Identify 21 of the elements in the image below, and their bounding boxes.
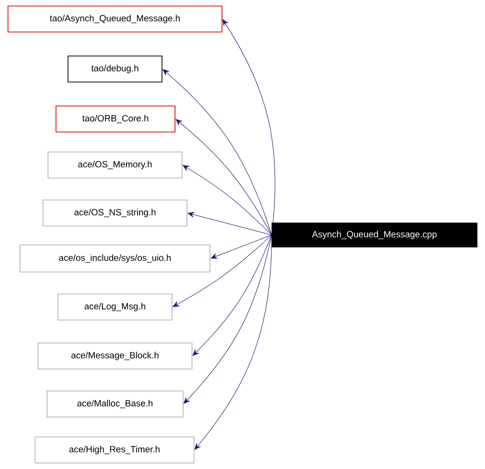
arrow [176,119,272,236]
file-box: tao/Asynch_Queued_Message.h [8,6,222,32]
arrow [188,212,272,236]
file-box: tao/debug.h [68,56,162,82]
arrow [194,234,272,450]
arrow [172,234,272,307]
highlighted-file-box: Asynch_Queued_Message.cpp [272,222,478,248]
file-box: tao/ORB_Core.h [56,106,176,132]
arrow [182,165,272,236]
file-box: ace/OS_Memory.h [48,152,182,178]
arrow [192,234,272,356]
arrow [222,19,276,236]
file-box: ace/Log_Msg.h [58,294,172,320]
file-box: ace/Malloc_Base.h [46,390,184,418]
arrow [162,69,272,236]
file-box: ace/Message_Block.h [38,342,192,370]
arrow [210,234,272,259]
arrow [184,234,272,404]
file-box: ace/High_Res_Timer.h [34,436,194,464]
file-box: ace/os_include/sys/os_uio.h [20,244,210,272]
file-box: ace/OS_NS_string.h [42,200,188,226]
